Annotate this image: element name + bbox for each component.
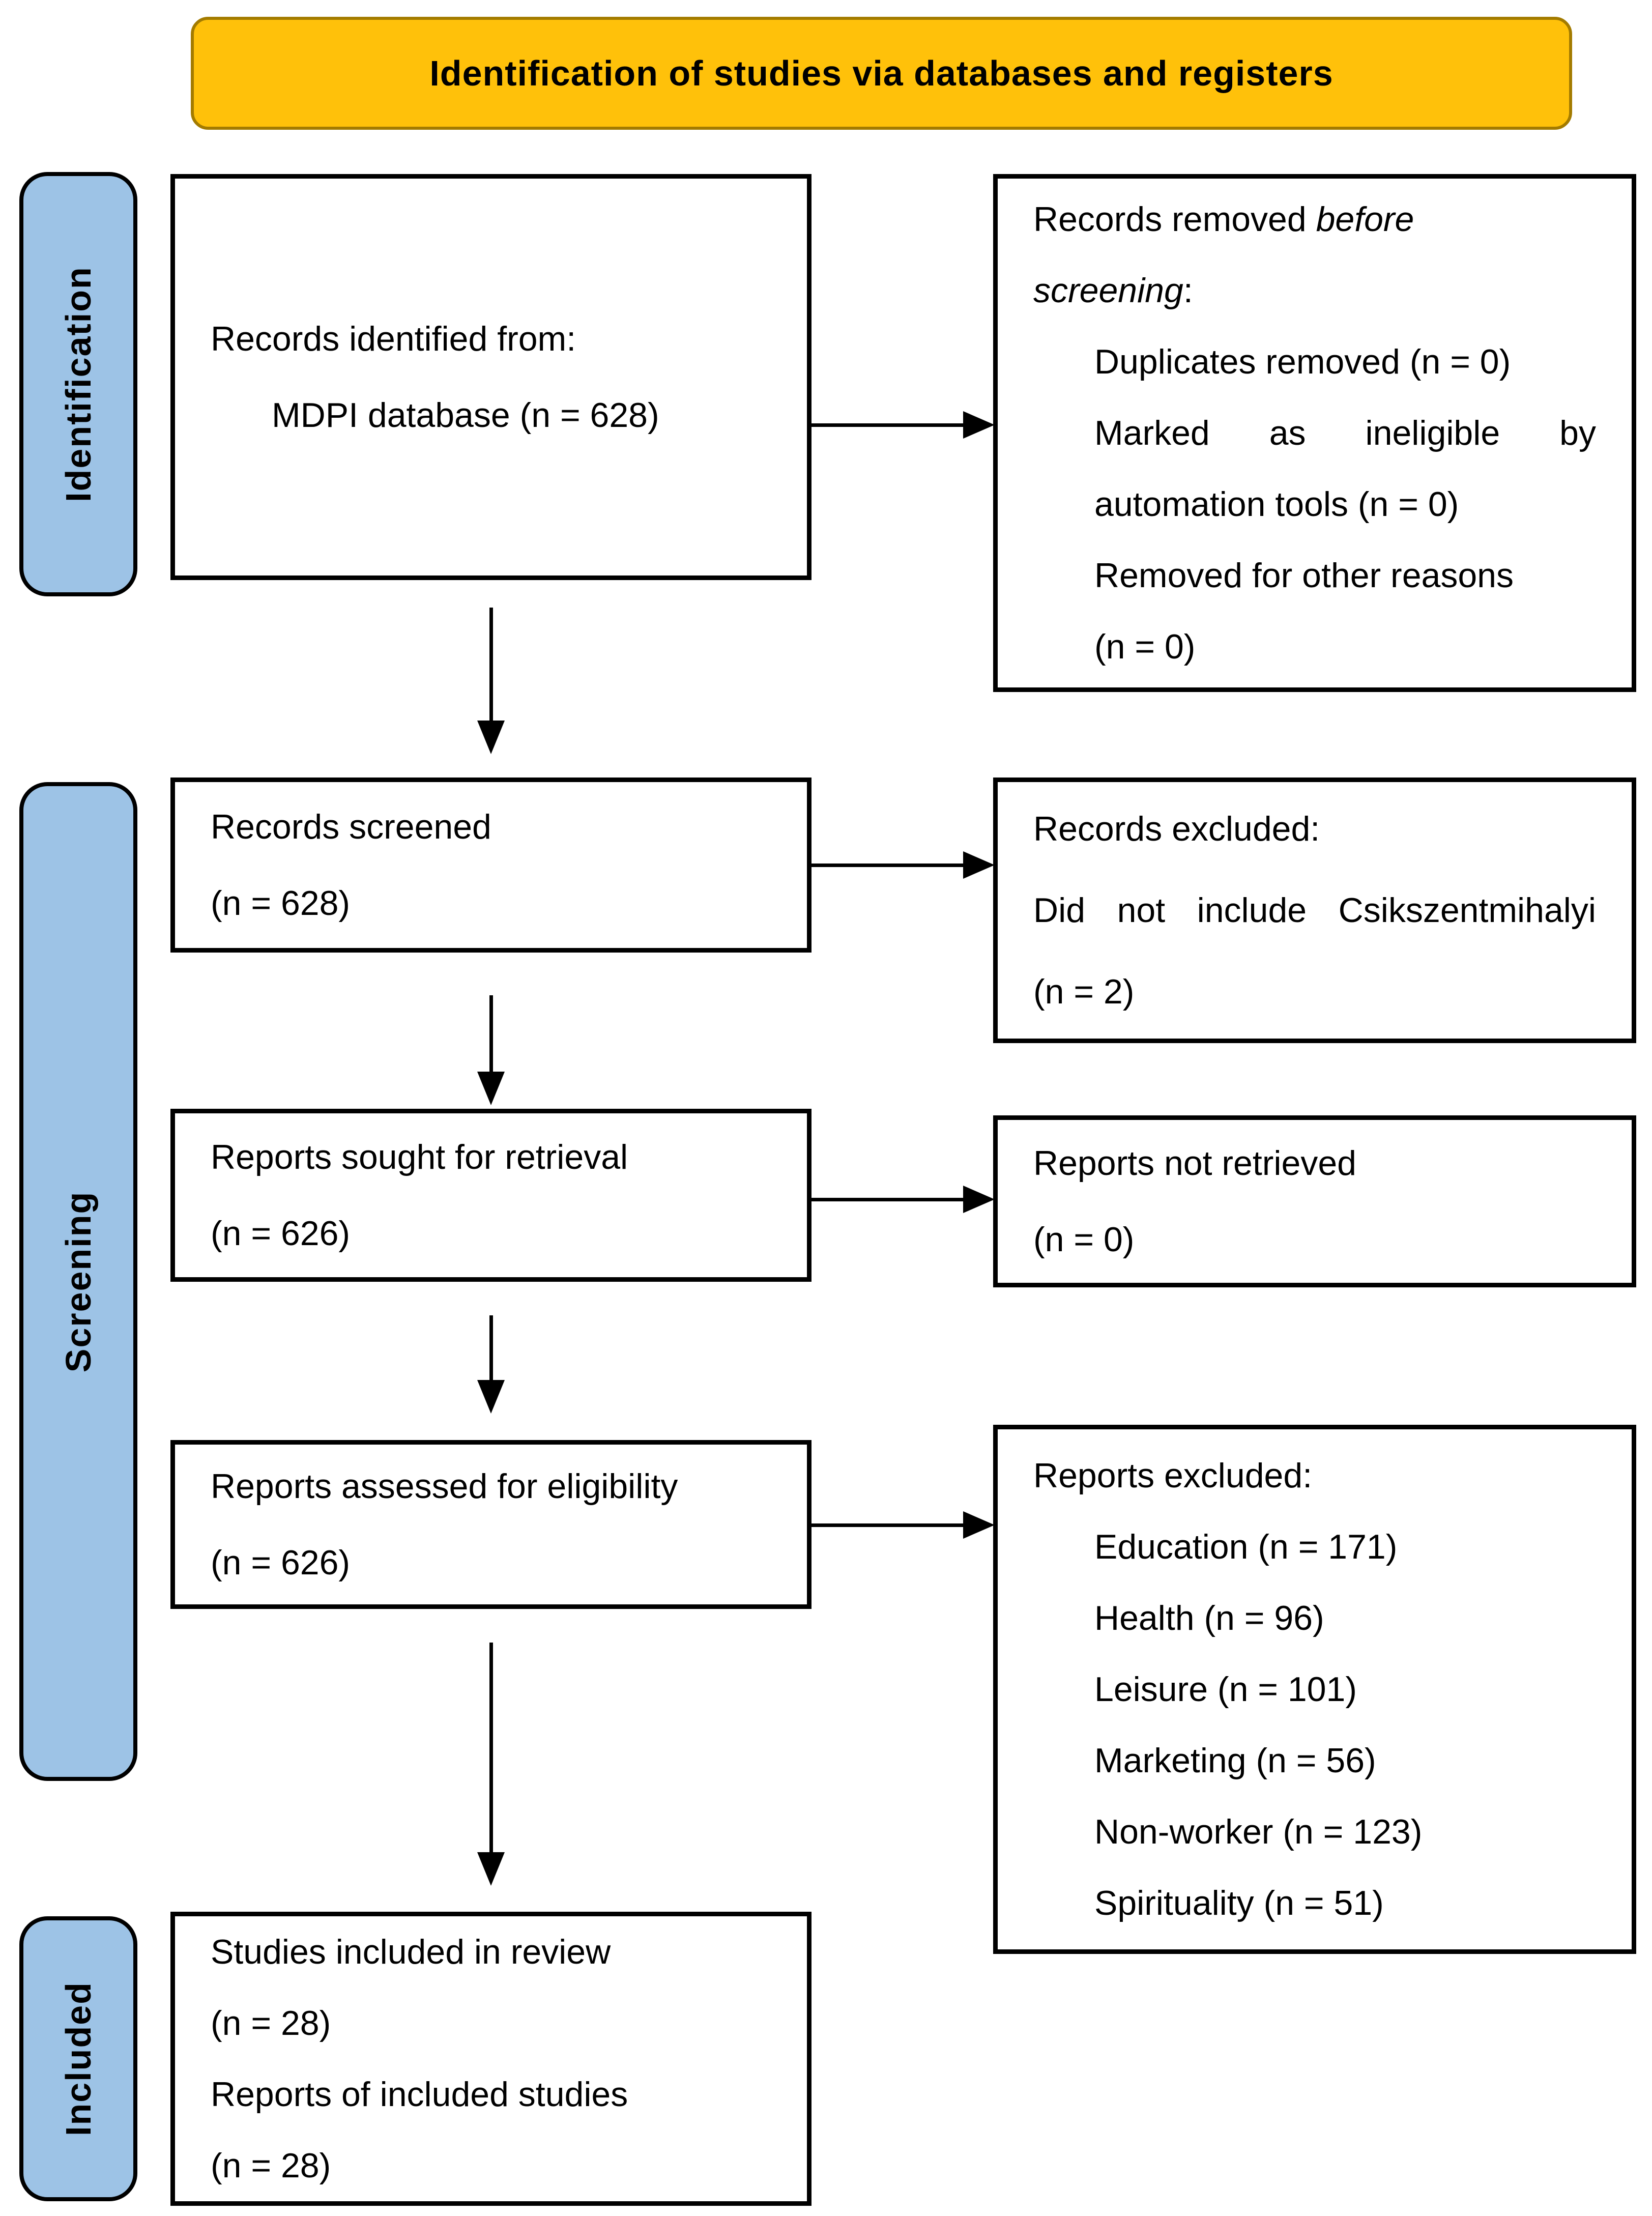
box-line: Duplicates removed (n = 0): [1094, 342, 1511, 381]
stage-label-included: Included: [59, 1981, 99, 2136]
box-line: MDPI database (n = 628): [272, 396, 659, 435]
box-studies-included: Studies included in review (n = 28) Report…: [170, 1912, 811, 2206]
box-line: Education (n = 171): [1094, 1528, 1398, 1566]
down-arrowhead-icon-4: [477, 1852, 505, 1886]
right-arrowhead-icon-4: [963, 1511, 995, 1539]
box-line-word: ineligible: [1365, 414, 1500, 452]
box-line: Reports assessed for eligibility: [211, 1467, 678, 1506]
banner: Identification of studies via databases …: [191, 17, 1572, 130]
box-line: Non-worker (n = 123): [1094, 1812, 1423, 1851]
down-arrow-line-4: [489, 1643, 493, 1854]
box-records-screened: Records screened (n = 628): [170, 778, 811, 953]
box-line: screening:: [1033, 255, 1596, 326]
down-arrowhead-icon-3: [477, 1380, 505, 1414]
down-arrowhead-icon-2: [477, 1072, 505, 1105]
box-reports-assessed: Reports assessed for eligibility (n = 626…: [170, 1440, 811, 1609]
box-line: automation tools (n = 0): [1094, 485, 1459, 524]
box-reports-sought: Reports sought for retrieval (n = 626): [170, 1109, 811, 1282]
box-reports-excluded: Reports excluded: Education (n = 171) Heal…: [993, 1425, 1636, 1954]
box-line: Reports sought for retrieval: [211, 1138, 628, 1176]
box-line: (n = 0): [1033, 1220, 1135, 1259]
box-line-word: by: [1559, 414, 1596, 452]
down-arrow-line-2: [489, 995, 493, 1074]
box-line-word: Csikszentmihalyi: [1338, 891, 1596, 930]
box-line: Studies included in review: [211, 1933, 611, 1971]
box-line: Marked as ineligible by: [1094, 397, 1596, 469]
box-line: Records identified from:: [211, 320, 576, 358]
box-line: Marketing (n = 56): [1094, 1741, 1376, 1780]
box-line: Records removed before: [1033, 184, 1596, 255]
box-line-word: Marked: [1094, 414, 1210, 452]
box-line: Removed for other reasons: [1094, 556, 1514, 595]
right-arrow-line-3: [811, 1198, 964, 1201]
right-arrowhead-icon-1: [963, 411, 995, 439]
right-arrowhead-icon-3: [963, 1186, 995, 1213]
stage-bar-included: Included: [19, 1916, 137, 2201]
box-reports-not-retrieved: Reports not retrieved (n = 0): [993, 1115, 1636, 1287]
stage-label-identification: Identification: [59, 266, 98, 502]
box-line-segment: :: [1183, 271, 1193, 310]
box-line-word: not: [1117, 891, 1166, 930]
box-line: Leisure (n = 101): [1094, 1670, 1357, 1709]
down-arrow-line-3: [489, 1315, 493, 1382]
box-line: (n = 626): [211, 1543, 351, 1582]
stage-label-screening: Screening: [59, 1191, 99, 1372]
box-line: (n = 0): [1094, 627, 1196, 666]
box-line: (n = 2): [1033, 972, 1135, 1011]
box-line-word: include: [1197, 891, 1307, 930]
box-line: (n = 28): [211, 2004, 331, 2042]
banner-title: Identification of studies via databases …: [429, 53, 1334, 93]
box-line: (n = 28): [211, 2146, 331, 2185]
box-line: Reports not retrieved: [1033, 1144, 1356, 1183]
box-line: Health (n = 96): [1094, 1599, 1324, 1637]
stage-bar-screening: Screening: [19, 782, 137, 1781]
box-line-word: as: [1269, 414, 1306, 452]
box-line: Records excluded:: [1033, 810, 1320, 848]
right-arrow-line-4: [811, 1523, 964, 1527]
box-line-word: Did: [1033, 891, 1086, 930]
box-line: Spirituality (n = 51): [1094, 1884, 1384, 1922]
box-line-segment-italic: screening: [1033, 271, 1183, 310]
box-line-segment: Records removed: [1033, 200, 1316, 239]
box-line-segment-italic: before: [1316, 200, 1414, 239]
down-arrowhead-icon-1: [477, 721, 505, 754]
right-arrowhead-icon-2: [963, 851, 995, 879]
box-line: (n = 628): [211, 884, 351, 923]
right-arrow-line-1: [811, 423, 964, 427]
box-line: Reports excluded:: [1033, 1456, 1313, 1495]
box-line: Records screened: [211, 808, 491, 846]
box-records-identified: Records identified from: MDPI database (n…: [170, 174, 811, 580]
right-arrow-line-2: [811, 864, 964, 867]
stage-bar-identification: Identification: [19, 172, 137, 596]
box-line: (n = 626): [211, 1214, 351, 1253]
down-arrow-line-1: [489, 608, 493, 723]
box-line: Reports of included studies: [211, 2075, 628, 2114]
